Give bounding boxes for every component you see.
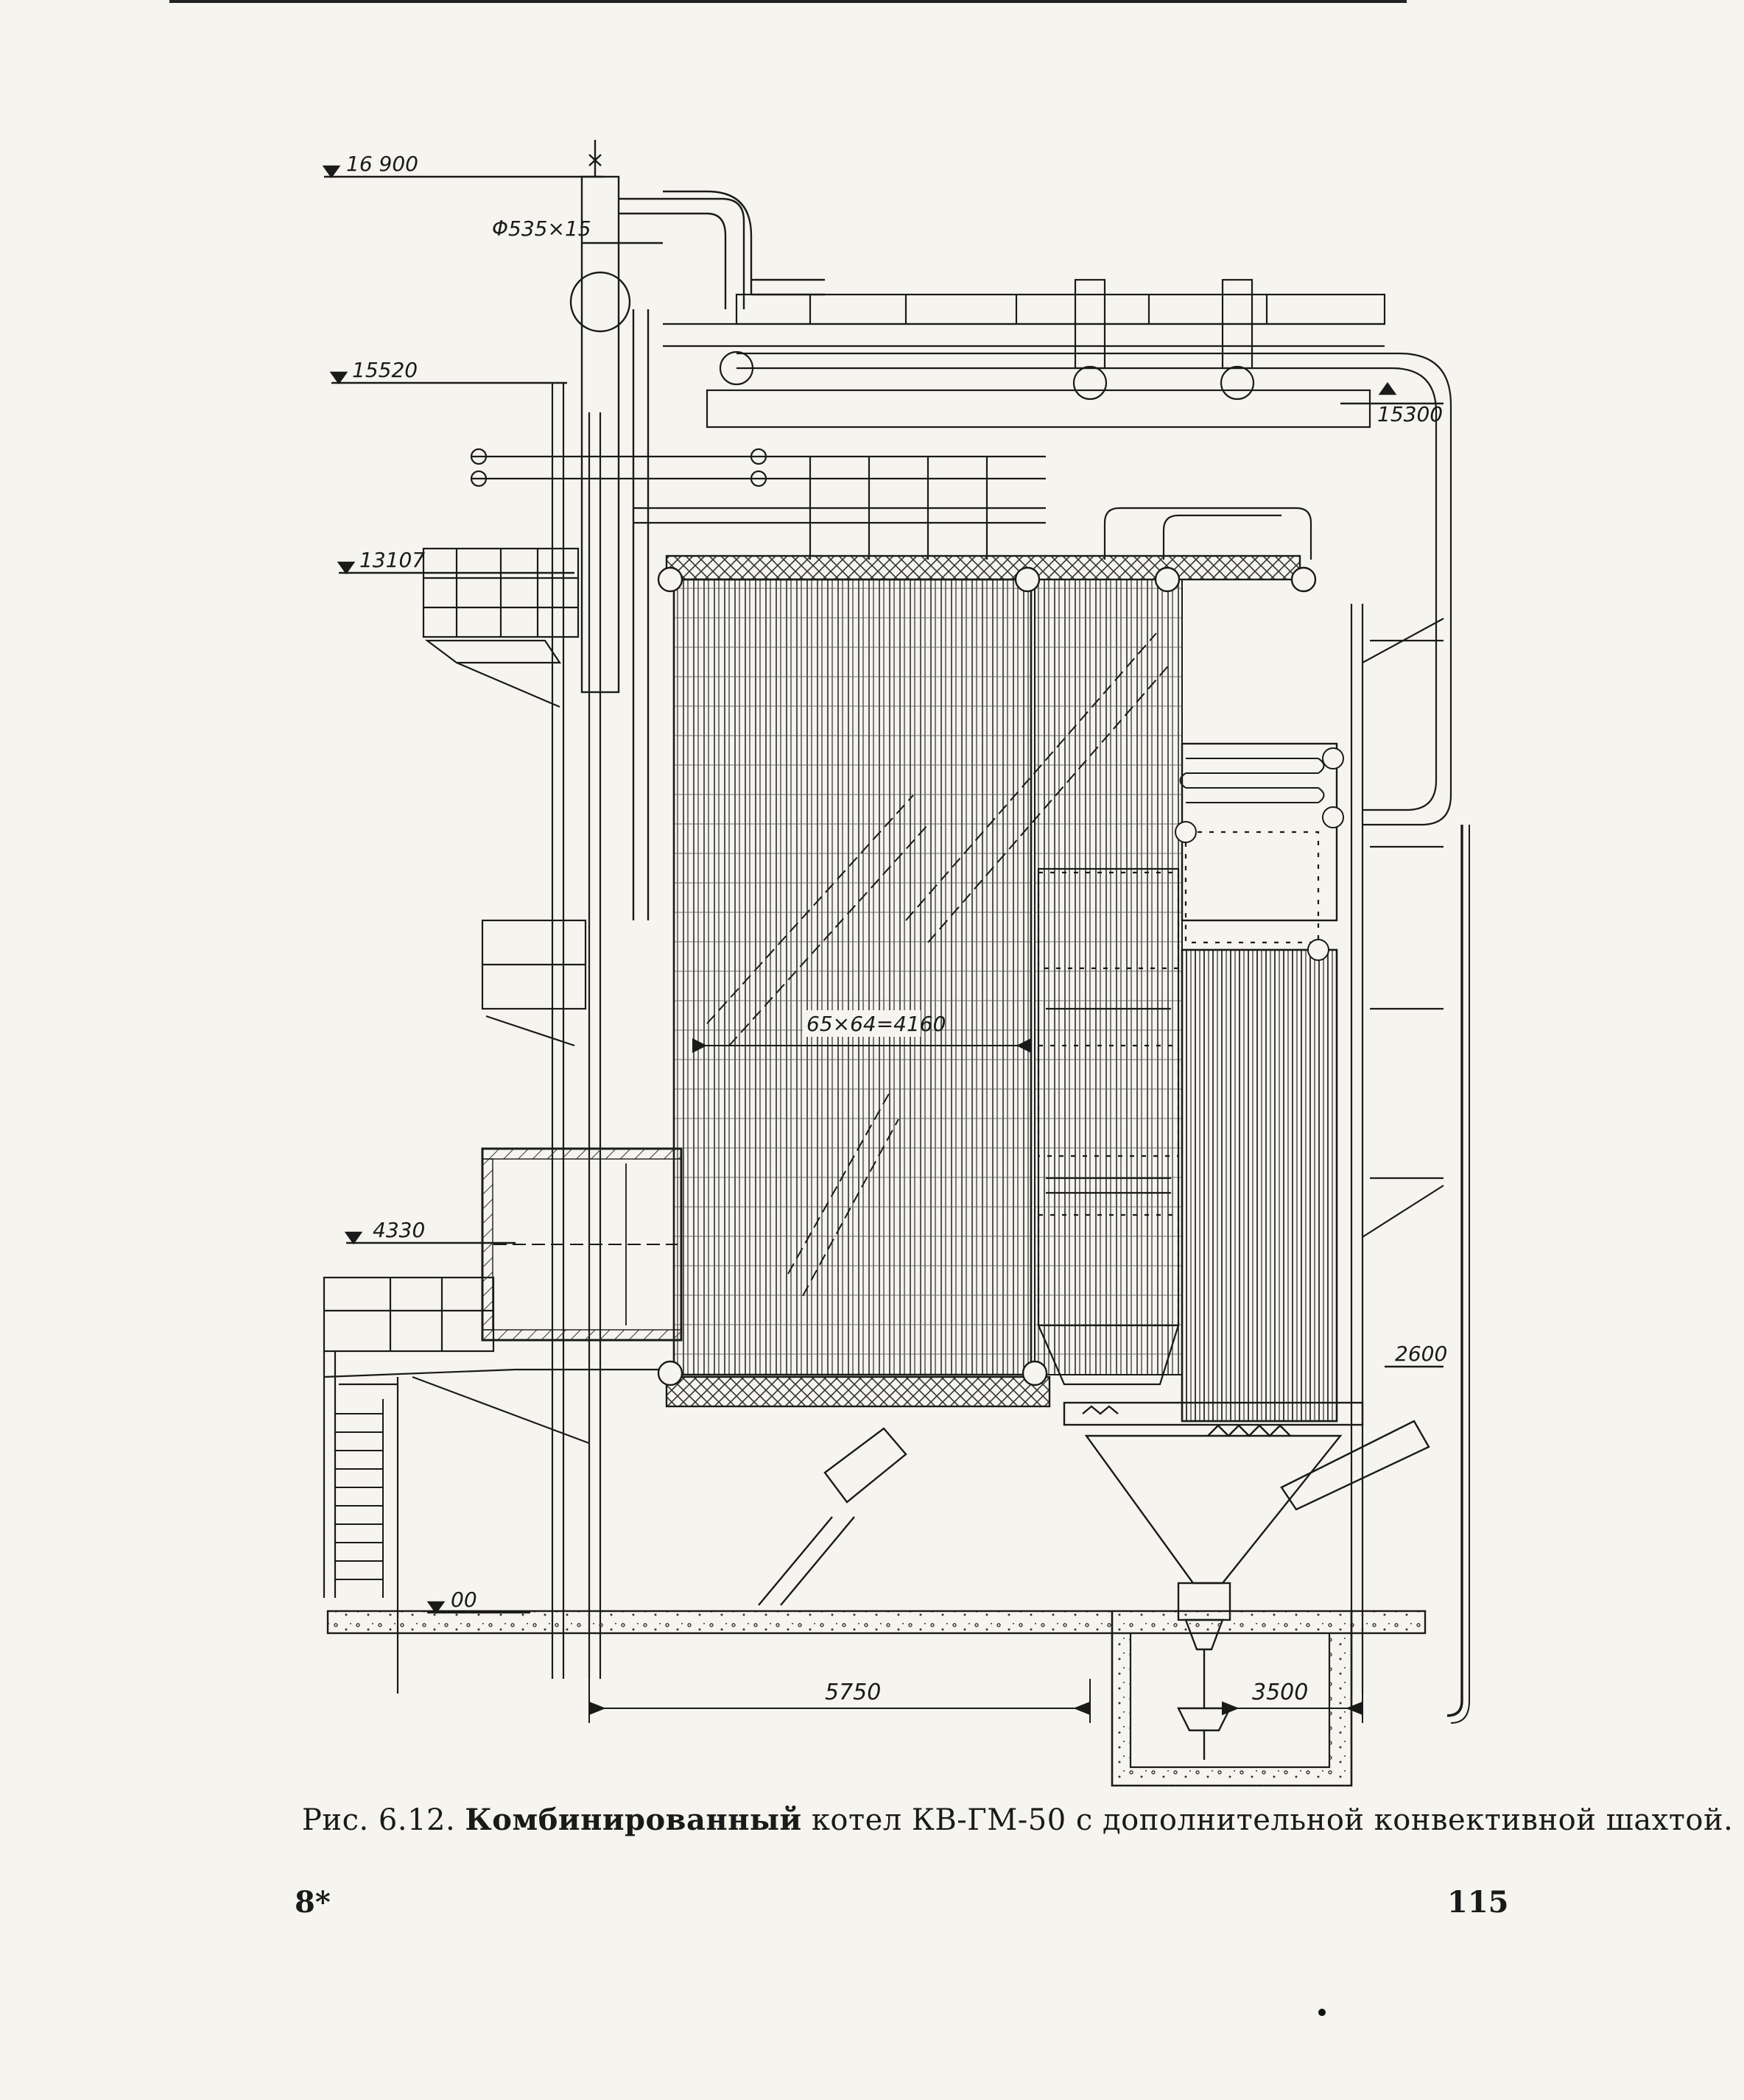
steel-frame xyxy=(323,383,663,1694)
page-number: 115 xyxy=(1447,1885,1509,1920)
right-frame xyxy=(1350,604,1470,1724)
stairs xyxy=(334,1399,384,1598)
caption-prefix: Рис. 6.12. xyxy=(302,1803,456,1837)
convective-section xyxy=(1037,867,1180,1386)
tube-dimension: 65×64=4160 xyxy=(806,1012,946,1036)
elevation-13107: 13107 xyxy=(359,548,425,572)
signature-mark: 8* xyxy=(295,1885,331,1920)
upper-pipework xyxy=(470,278,1452,826)
figure-caption: Рис. 6.12. Комбинированный котел КВ-ГМ-5… xyxy=(302,1803,1733,1837)
riser-pipe xyxy=(569,140,825,920)
elevation-16900: 16 900 xyxy=(346,152,418,176)
foundation xyxy=(326,1610,1427,1787)
elevation-2600: 2600 xyxy=(1395,1342,1447,1366)
dimension-lines xyxy=(588,1679,1363,1723)
caption-rest: котел КВ-ГМ-50 с дополнительной конвекти… xyxy=(811,1803,1734,1837)
print-speck xyxy=(1318,2009,1326,2016)
dimension-3500: 3500 xyxy=(1252,1680,1308,1705)
caption-bold: Комбинированный xyxy=(465,1803,802,1837)
ash-hopper xyxy=(758,1401,1430,1760)
convective-shaft xyxy=(1175,742,1344,1423)
top-rule xyxy=(169,0,1407,3)
elevation-4330: 4330 xyxy=(373,1218,425,1242)
elevation-00: 00 xyxy=(451,1588,477,1612)
pipe-dimension: Φ535×15 xyxy=(492,216,591,241)
burner-box xyxy=(481,1147,683,1342)
elevation-15520: 15520 xyxy=(352,358,418,382)
elevation-15300: 15300 xyxy=(1377,402,1443,426)
furnace xyxy=(657,554,1317,1408)
dimension-5750: 5750 xyxy=(825,1680,881,1705)
